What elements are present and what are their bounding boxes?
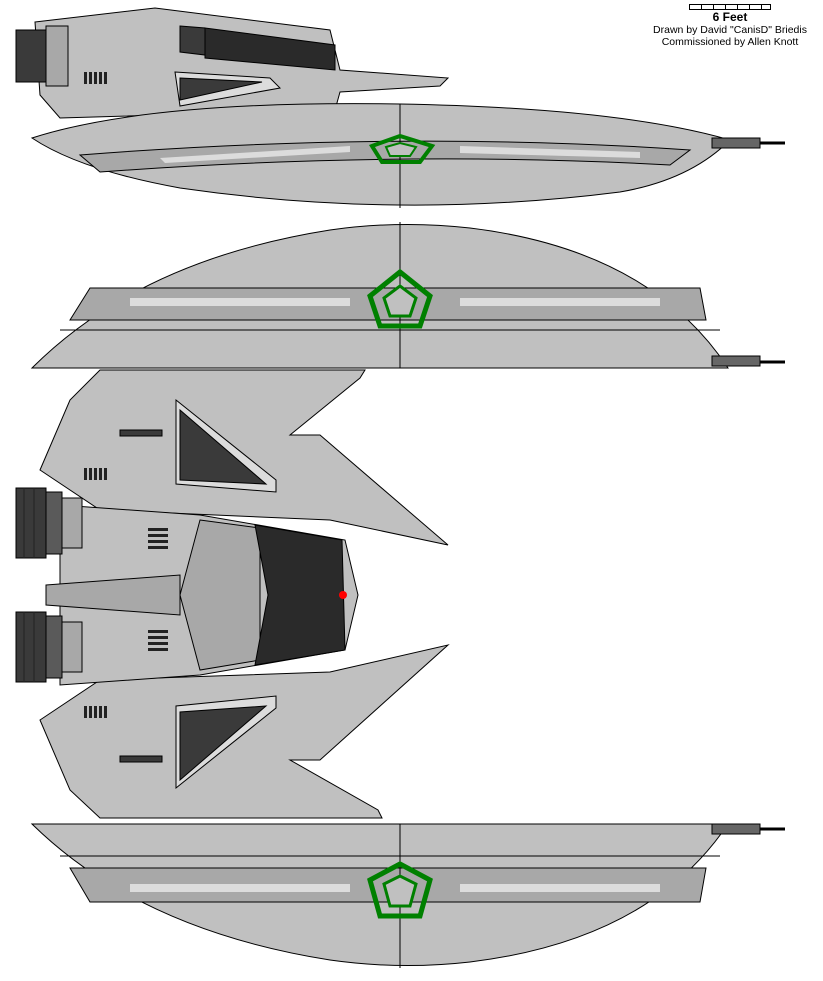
side-canopy-window [179,25,206,56]
side-wing-stripe-right [460,146,640,158]
upper-wing-stripe-right [460,298,660,306]
side-engine-nozzle [15,29,47,83]
commissioned-by-credit: Commissioned by Allen Knott [661,36,799,48]
scale-label: 6 Feet [712,10,748,24]
top-view [15,369,450,819]
top-center-thruster [45,574,181,616]
top-panel-vents-upper [84,468,107,480]
top-canopy [254,524,346,666]
side-view [15,7,785,208]
upper-wing-cannon [711,355,761,367]
wing-insignia-icon [368,133,436,164]
top-engine-lower [15,611,83,683]
side-wing-cannon [711,137,761,149]
side-intake [179,77,263,101]
wing-view-lower [30,823,785,968]
side-engine-ring [45,25,69,87]
top-fuselage-spine [179,519,261,671]
cockpit-sensor-eye-icon [339,591,347,599]
top-upper-intake [179,408,268,485]
upper-wing-insignia-icon [367,268,433,329]
drawn-by-credit: Drawn by David "CanisD" Briedis [653,24,807,36]
credits-block: 6 Feet Drawn by David "CanisD" Briedis C… [640,4,820,48]
lower-wing-stripe-right [460,884,660,892]
top-lower-intake [179,705,268,782]
upper-wing-stripe-left [130,298,350,306]
side-wing-stripe-left [160,146,350,163]
wing-view-upper [30,222,785,369]
side-canopy [204,27,336,71]
side-fuselage [34,7,450,119]
side-vents [84,72,107,84]
lower-wing-cannon [711,823,761,835]
scale-bar [689,4,771,10]
top-engine-upper [15,487,83,559]
lower-wing-insignia-icon [367,861,433,919]
lower-wing-stripe-left [130,884,350,892]
top-panel-vents-lower [84,706,107,718]
